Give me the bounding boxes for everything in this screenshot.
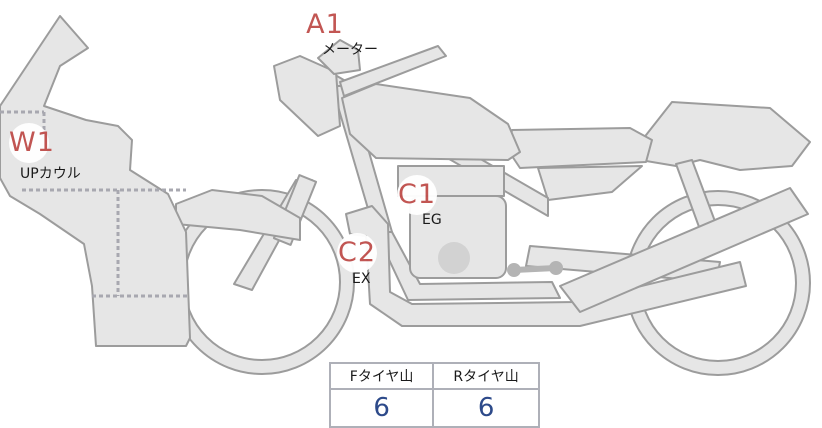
headlight xyxy=(273,55,341,137)
rear-tire-header: Rタイヤ山 xyxy=(432,362,540,390)
tire-tread-table: Fタイヤ山 Rタイヤ山 6 6 xyxy=(328,362,540,428)
meter xyxy=(317,39,361,75)
marker-c1-label: EG xyxy=(422,212,442,228)
rear-tire-value: 6 xyxy=(432,388,540,428)
marker-w1-label: UPカウル xyxy=(20,166,81,182)
marker-a1-code: A1 xyxy=(305,5,345,45)
tire-tread-value-row: 6 6 xyxy=(328,388,540,428)
seat xyxy=(507,127,653,169)
marker-c1-code: C1 xyxy=(397,175,437,215)
fuel-tank xyxy=(341,83,521,161)
frame-lower xyxy=(375,231,561,301)
marker-w1-code: W1 xyxy=(9,123,54,163)
engine xyxy=(397,165,507,279)
tire-tread-header-row: Fタイヤ山 Rタイヤ山 xyxy=(328,362,540,390)
marker-c2-label: EX xyxy=(352,271,371,287)
front-wheel xyxy=(169,189,355,375)
marker-a1-label: メーター xyxy=(322,42,378,58)
upper-cowl xyxy=(0,15,191,347)
side-cover xyxy=(537,165,643,201)
front-tire-value: 6 xyxy=(328,388,435,428)
chain-adjuster xyxy=(507,261,563,277)
muffler xyxy=(559,187,809,313)
rear-fender xyxy=(627,101,811,171)
front-fender xyxy=(175,189,301,241)
handlebar xyxy=(339,45,447,97)
marker-c2-code: C2 xyxy=(337,233,377,273)
front-tire-header: Fタイヤ山 xyxy=(328,362,435,390)
